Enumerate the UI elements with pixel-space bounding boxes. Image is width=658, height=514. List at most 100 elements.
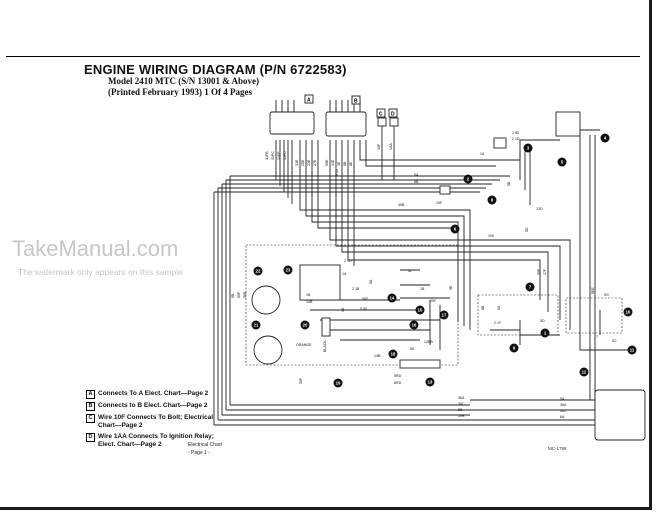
component-23: 23 [283,265,293,275]
wire-labels: 31FB 31FC 31FE 31FD 33E 25E 23E 27E 50E … [231,131,617,419]
component-12: 12 [579,367,589,377]
legend-item: A Connects To A Elect. Chart—Page 2 [86,390,216,399]
watermark-brand: TakeManual.com [12,236,179,261]
svg-text:17: 17 [442,313,447,318]
wire-label: 40B [398,203,405,207]
footer-chart-name: Electrical Chart [188,442,222,448]
connector-7 [439,185,451,195]
svg-text:1: 1 [544,331,547,336]
starter-motor [253,335,283,365]
wire-label: 36C [458,402,465,406]
connector-3 [493,137,507,149]
wire-label: 6B [414,180,419,184]
component-6: 6 [450,224,460,234]
legend-box: D [86,433,95,442]
wire-label: 50E [537,268,541,275]
component-14: 14 [387,293,397,303]
legend-text: Wire 10F Connects To Bolt; Electrical Ch… [98,414,214,429]
svg-text:14: 14 [390,296,395,301]
wire-label: 2 1B [352,287,360,291]
wire-label: ORANGE [296,343,312,347]
svg-text:3: 3 [527,146,530,151]
footer-page-number: - Page 1 - [188,450,210,456]
component-9: 9 [509,343,519,353]
model-subtitle: Model 2410 MTC (S/N 13001 & Above) [108,76,259,86]
wire-label: 10F [436,201,443,205]
component-shapes [251,111,646,441]
wire-label: 8 55 [335,169,339,176]
svg-text:18: 18 [391,352,396,357]
svg-text:12: 12 [582,370,587,375]
svg-text:16: 16 [412,323,417,328]
wire-label: 6A [414,173,419,177]
wire-label: 5C [612,339,617,343]
component-17: 17 [439,310,449,320]
wire-label: 2 1F [494,321,502,325]
wire-label: 31FC [271,151,275,160]
wire-label: 5L [408,269,412,273]
tag-d: D [391,112,395,118]
wire-label: 23E [307,159,311,166]
printed-subtitle: (Printed February 1993) 1 Of 4 Pages [108,87,252,97]
wire-label: 5A [497,305,501,310]
wire-label: 8B [481,305,485,310]
wire-label: 31FD [283,151,287,160]
wire-label: 5 50 [360,307,367,311]
legend-item: B Connects to B Elect. Chart—Page 2 [86,402,216,411]
diagram-title: ENGINE WIRING DIAGRAM (P/N 6722583) [84,62,347,77]
header-rule [6,56,640,57]
wire-label: 5G [604,293,609,297]
wire-label: 50F [362,297,369,301]
wire-label: 5B [458,408,463,412]
wire-label: 2 85 [512,131,519,135]
component-5: 5 [557,157,567,167]
wire-label: 50E [325,159,329,166]
connector-b-housing [325,111,367,137]
wire-label: 5D [525,227,529,232]
wire-label: 31FB [265,151,269,160]
svg-text:5: 5 [561,160,564,165]
component-13: 13 [425,377,435,387]
legend-box: B [86,402,95,411]
wire-label: 14B [306,300,313,304]
wire-label: 1A [341,307,345,312]
svg-text:2: 2 [467,177,470,182]
alternator [251,285,281,315]
dashed-assemblies [245,244,623,366]
svg-text:13: 13 [428,380,433,385]
component-22: 22 [253,266,263,276]
component-15: 15 [415,305,425,315]
valve-assembly [594,389,646,441]
wire-label: 55F [237,291,241,298]
legend-box: C [86,414,95,423]
legend-item: D Wire 1AA Connects To Ignition Relay; E… [86,433,216,449]
legend-text: Connects to B Elect. Chart—Page 2 [98,402,208,409]
wire-label: 5EE [591,287,595,294]
legend-item: C Wire 10F Connects To Bolt; Electrical … [86,414,216,430]
component-2: 2 [463,174,473,184]
tag-c: C [379,112,383,118]
svg-text:21: 21 [254,323,259,328]
starter-solenoid [299,264,341,301]
wire-label: 6A [560,415,565,419]
component-20: 20 [300,320,310,330]
sender [321,317,331,337]
component-1: 1 [540,328,550,338]
component-8: 8 [487,195,497,205]
component-18: 18 [388,349,398,359]
wire-label: 5D [540,319,545,323]
wire-label: 27E [313,159,317,166]
wire-label: 44E [331,159,335,166]
component-19: 19 [333,378,343,388]
ground-strip [399,359,441,369]
legend-text: Connects To A Elect. Chart—Page 2 [98,390,209,397]
right-dashed-box-2 [565,297,623,334]
wire-label: 50B [243,291,247,298]
wire-label: 50C [560,409,567,413]
wire-label: 2 1D [344,259,352,263]
terminal-d [389,117,399,127]
wire-label: 1A [342,272,347,276]
wire-label: 10F [377,143,381,150]
wire-label: 1A [480,152,485,156]
